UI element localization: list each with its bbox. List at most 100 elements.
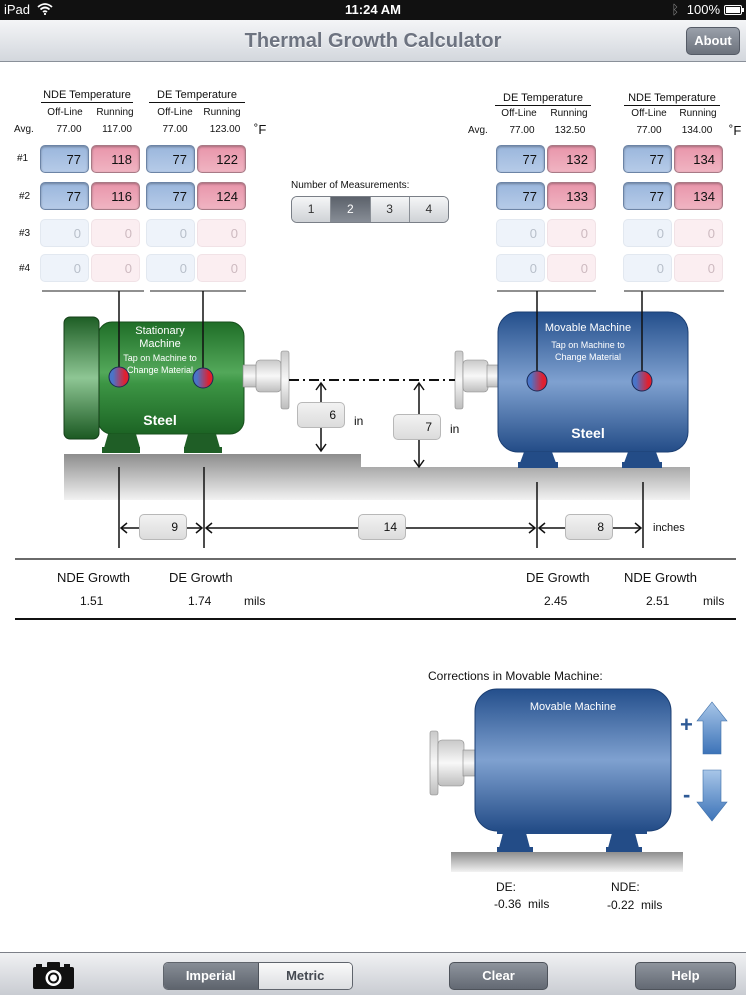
movable-de-running-2[interactable]: 133 — [547, 182, 596, 210]
running-label: Running — [679, 108, 717, 119]
avg-stationary-de-offline: 77.00 — [162, 124, 188, 135]
stationary-nde-running-3[interactable]: 0 — [91, 219, 140, 247]
stationary-nde-offline-1[interactable]: 77 — [40, 145, 89, 173]
bluetooth-icon: ᛒ — [671, 2, 680, 17]
clear-button[interactable]: Clear — [449, 962, 548, 990]
baseplate — [64, 454, 690, 500]
offline-label: Off-Line — [631, 108, 667, 119]
movable-de-offline-2[interactable]: 77 — [496, 182, 545, 210]
movable-machine-body — [497, 311, 689, 453]
measurements-label: Number of Measurements: — [291, 180, 410, 191]
sensor-stationary-nde — [108, 366, 130, 388]
device-name: iPad — [4, 2, 31, 17]
running-label: Running — [550, 108, 588, 119]
movable-material[interactable]: Steel — [571, 425, 605, 441]
stationary-de-offline-1[interactable]: 77 — [146, 145, 195, 173]
stationary-de-running-3[interactable]: 0 — [197, 219, 246, 247]
stationary-nde-offline-3[interactable]: 0 — [40, 219, 89, 247]
measurements-option-2[interactable]: 2 — [331, 197, 371, 222]
stationary-machine-label[interactable]: Stationary Machine — [110, 325, 210, 350]
stationary-de-running-4[interactable]: 0 — [197, 254, 246, 282]
movable-nde-running-2[interactable]: 134 — [674, 182, 723, 210]
movable-feet-distance-input[interactable]: 8 — [565, 514, 613, 540]
camera-button[interactable] — [31, 959, 76, 991]
measurements-option-3[interactable]: 3 — [370, 197, 410, 222]
movable-nde-offline-3[interactable]: 0 — [623, 219, 672, 247]
stationary-nde-offline-2[interactable]: 77 — [40, 182, 89, 210]
stationary-de-running-1[interactable]: 122 — [197, 145, 246, 173]
stationary-nde-growth-label: NDE Growth — [57, 570, 130, 585]
stationary-foot — [184, 434, 220, 448]
movable-nde-offline-1[interactable]: 77 — [623, 145, 672, 173]
stationary-de-offline-2[interactable]: 77 — [146, 182, 195, 210]
measurements-option-1[interactable]: 1 — [292, 197, 332, 222]
bottom-toolbar: Imperial Metric Clear Help — [0, 952, 746, 995]
avg-stationary-nde-offline: 77.00 — [56, 124, 82, 135]
movable-nde-running-4[interactable]: 0 — [674, 254, 723, 282]
stationary-de-offline-3[interactable]: 0 — [146, 219, 195, 247]
stationary-nde-running-1[interactable]: 118 — [91, 145, 140, 173]
machine-spacing-input[interactable]: 14 — [358, 514, 406, 540]
avg-movable-de-running: 132.50 — [554, 125, 586, 136]
movable-nde-running-1[interactable]: 134 — [674, 145, 723, 173]
running-label: Running — [96, 107, 134, 118]
sensor-stationary-de — [192, 367, 214, 389]
about-button[interactable]: About — [686, 27, 740, 55]
movable-de-header: DE Temperature — [495, 92, 591, 106]
units-imperial-option[interactable]: Imperial — [164, 963, 259, 989]
movable-machine — [497, 311, 689, 468]
avg-stationary-de-running: 123.00 — [209, 124, 241, 135]
stationary-de-running-2[interactable]: 124 — [197, 182, 246, 210]
movable-nde-offline-2[interactable]: 77 — [623, 182, 672, 210]
movable-machine-hint: Tap on Machine to Change Material — [528, 339, 648, 363]
status-bar: iPad 11:24 AM ᛒ 100% — [0, 0, 746, 20]
movable-nde-growth-value: 2.51 — [646, 594, 670, 608]
measurements-option-4[interactable]: 4 — [409, 197, 448, 222]
stationary-nde-running-4[interactable]: 0 — [91, 254, 140, 282]
movable-de-offline-3[interactable]: 0 — [496, 219, 545, 247]
movable-shaft-height-input[interactable]: 7 — [393, 414, 441, 440]
movable-de-offline-1[interactable]: 77 — [496, 145, 545, 173]
offline-label: Off-Line — [157, 107, 193, 118]
corrections-machine-name: Movable Machine — [529, 701, 617, 713]
movable-machine-name[interactable]: Movable Machine — [544, 322, 632, 334]
avg-movable-de-offline: 77.00 — [509, 125, 535, 136]
navigation-bar: Thermal Growth Calculator About — [0, 20, 746, 62]
distance-unit: inches — [653, 522, 685, 534]
growth-unit: mils — [244, 594, 266, 608]
units-segmented-control[interactable]: Imperial Metric — [163, 962, 353, 990]
movable-de-running-3[interactable]: 0 — [547, 219, 596, 247]
stationary-de-growth-value: 1.74 — [188, 594, 212, 608]
row-label: #1 — [17, 153, 29, 164]
movable-de-offline-4[interactable]: 0 — [496, 254, 545, 282]
stationary-material[interactable]: Steel — [143, 412, 177, 428]
movable-nde-offline-4[interactable]: 0 — [623, 254, 672, 282]
device-label: iPad — [4, 2, 53, 17]
movable-de-running-4[interactable]: 0 — [547, 254, 596, 282]
stationary-nde-offline-4[interactable]: 0 — [40, 254, 89, 282]
measurements-segmented-control[interactable]: 1 2 3 4 — [291, 196, 449, 223]
coupling-flange — [454, 350, 464, 410]
stationary-nde-running-2[interactable]: 116 — [91, 182, 140, 210]
stationary-feet-distance-input[interactable]: 9 — [139, 514, 187, 540]
movable-nde-header: NDE Temperature — [624, 92, 720, 106]
sensor-movable-nde — [631, 370, 653, 392]
stationary-de-offline-4[interactable]: 0 — [146, 254, 195, 282]
movable-de-growth-label: DE Growth — [526, 570, 590, 585]
row-label: #2 — [19, 191, 31, 202]
hint-text: Change Material — [126, 365, 194, 375]
coupling-hub — [255, 359, 282, 393]
movable-foot — [520, 452, 556, 463]
movable-de-running-1[interactable]: 132 — [547, 145, 596, 173]
hint-text: Tap on Machine to — [123, 353, 197, 363]
row-label: #3 — [19, 228, 31, 239]
corrections-baseplate — [451, 852, 683, 872]
stationary-foot — [104, 434, 140, 448]
de-correction-label: DE: — [496, 880, 517, 894]
battery-icon — [724, 5, 744, 15]
help-button[interactable]: Help — [635, 962, 736, 990]
units-metric-option[interactable]: Metric — [258, 963, 352, 989]
stationary-shaft-height-input[interactable]: 6 — [297, 402, 345, 428]
movable-nde-running-3[interactable]: 0 — [674, 219, 723, 247]
camera-icon — [33, 962, 74, 989]
